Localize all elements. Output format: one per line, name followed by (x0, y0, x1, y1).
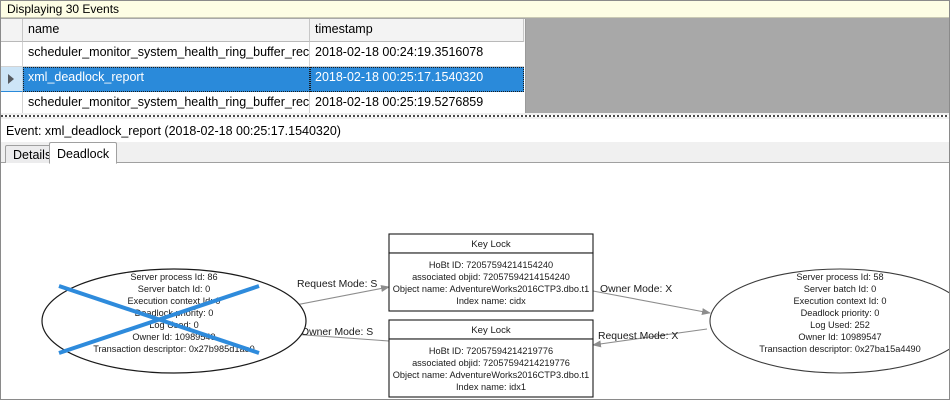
process-right-line-2: Server batch Id: 0 (804, 284, 877, 294)
process-right-line-6: Owner Id: 10989547 (798, 332, 881, 342)
key-lock-bottom-line-3: Object name: AdventureWorks2016CTP3.dbo.… (393, 370, 589, 380)
process-right-line-1: Server process Id: 58 (796, 272, 883, 282)
process-right-line-4: Deadlock priority: 0 (801, 308, 880, 318)
process-left-line-1: Server process Id: 86 (130, 272, 217, 282)
key-lock-bottom-line-1: HoBt ID: 72057594214219776 (429, 346, 553, 356)
key-lock-top-line-2: associated objid: 72057594214154240 (412, 272, 570, 282)
edge-owner-s-label: Owner Mode: S (301, 327, 373, 338)
process-right-line-5: Log Used: 252 (810, 320, 870, 330)
table-row[interactable]: scheduler_monitor_system_health_ring_buf… (1, 42, 525, 67)
cell-name[interactable]: scheduler_monitor_system_health_ring_buf… (23, 92, 310, 117)
process-left-line-3: Execution context Id: 0 (128, 296, 221, 306)
table-row-selected[interactable]: xml_deadlock_report 2018-02-18 00:25:17.… (1, 67, 525, 92)
process-right-line-7: Transaction descriptor: 0x27ba15a4490 (759, 344, 921, 354)
resource-node-key-lock-top[interactable]: Key Lock HoBt ID: 72057594214154240 asso… (388, 233, 594, 312)
key-lock-top-title: Key Lock (471, 239, 511, 250)
deadlock-graph-canvas[interactable]: Request Mode: S Owner Mode: S Owner Mode… (1, 163, 949, 399)
process-left-line-6: Owner Id: 10989549 (132, 332, 215, 342)
tabstrip: Details Deadlock (1, 142, 949, 164)
tab-details[interactable]: Details (5, 145, 60, 163)
grid-caption: Displaying 30 Events (1, 1, 949, 18)
process-node-right[interactable]: Server process Id: 58 Server batch Id: 0… (709, 268, 949, 374)
events-grid-panel: Displaying 30 Events name timestamp sche… (1, 1, 949, 119)
current-row-arrow-icon (8, 74, 14, 84)
cell-name[interactable]: xml_deadlock_report (23, 67, 310, 92)
edge-owner-x: Owner Mode: X (592, 284, 711, 315)
key-lock-bottom-line-2: associated objid: 72057594214219776 (412, 358, 570, 368)
cell-timestamp[interactable]: 2018-02-18 00:24:19.3516078 (310, 42, 524, 67)
event-header-label: Event: xml_deadlock_report (2018-02-18 0… (1, 121, 949, 141)
key-lock-top-line-3: Object name: AdventureWorks2016CTP3.dbo.… (393, 284, 589, 294)
row-selector-header (1, 19, 23, 42)
events-grid[interactable]: name timestamp scheduler_monitor_system_… (1, 19, 526, 117)
tab-deadlock[interactable]: Deadlock (49, 142, 118, 164)
resource-node-key-lock-bottom[interactable]: Key Lock HoBt ID: 72057594214219776 asso… (388, 319, 594, 398)
column-header-name[interactable]: name (23, 19, 310, 42)
grid-header-row: name timestamp (1, 19, 525, 42)
edge-request-x: Request Mode: X (592, 328, 708, 348)
edge-request-s-label: Request Mode: S (297, 279, 377, 290)
row-selector-current[interactable] (1, 67, 23, 92)
edge-owner-x-label: Owner Mode: X (600, 284, 672, 295)
process-right-ellipse (709, 268, 949, 374)
horizontal-splitter[interactable] (1, 113, 949, 119)
process-node-left[interactable]: Server process Id: 86 Server batch Id: 0… (41, 268, 307, 374)
cell-timestamp[interactable]: 2018-02-18 00:25:17.1540320 (310, 67, 524, 92)
column-header-timestamp[interactable]: timestamp (310, 19, 524, 42)
key-lock-top-line-4: Index name: cidx (456, 296, 526, 306)
deadlock-victim-cross-icon (58, 284, 260, 355)
process-right-line-3: Execution context Id: 0 (794, 296, 887, 306)
key-lock-bottom-title: Key Lock (471, 325, 511, 336)
edge-request-x-label: Request Mode: X (598, 331, 678, 342)
key-lock-top-line-1: HoBt ID: 72057594214154240 (429, 260, 553, 270)
key-lock-bottom-body-box (388, 338, 594, 398)
key-lock-bottom-line-4: Index name: idx1 (456, 382, 526, 392)
cell-name[interactable]: scheduler_monitor_system_health_ring_buf… (23, 42, 310, 67)
deadlock-graph-svg: Request Mode: S Owner Mode: S Owner Mode… (41, 233, 949, 398)
process-left-line-2: Server batch Id: 0 (138, 284, 211, 294)
row-selector[interactable] (1, 42, 23, 67)
process-left-line-7: Transaction descriptor: 0x27b985d1ae0 (93, 344, 255, 354)
key-lock-top-body-box (388, 252, 594, 312)
